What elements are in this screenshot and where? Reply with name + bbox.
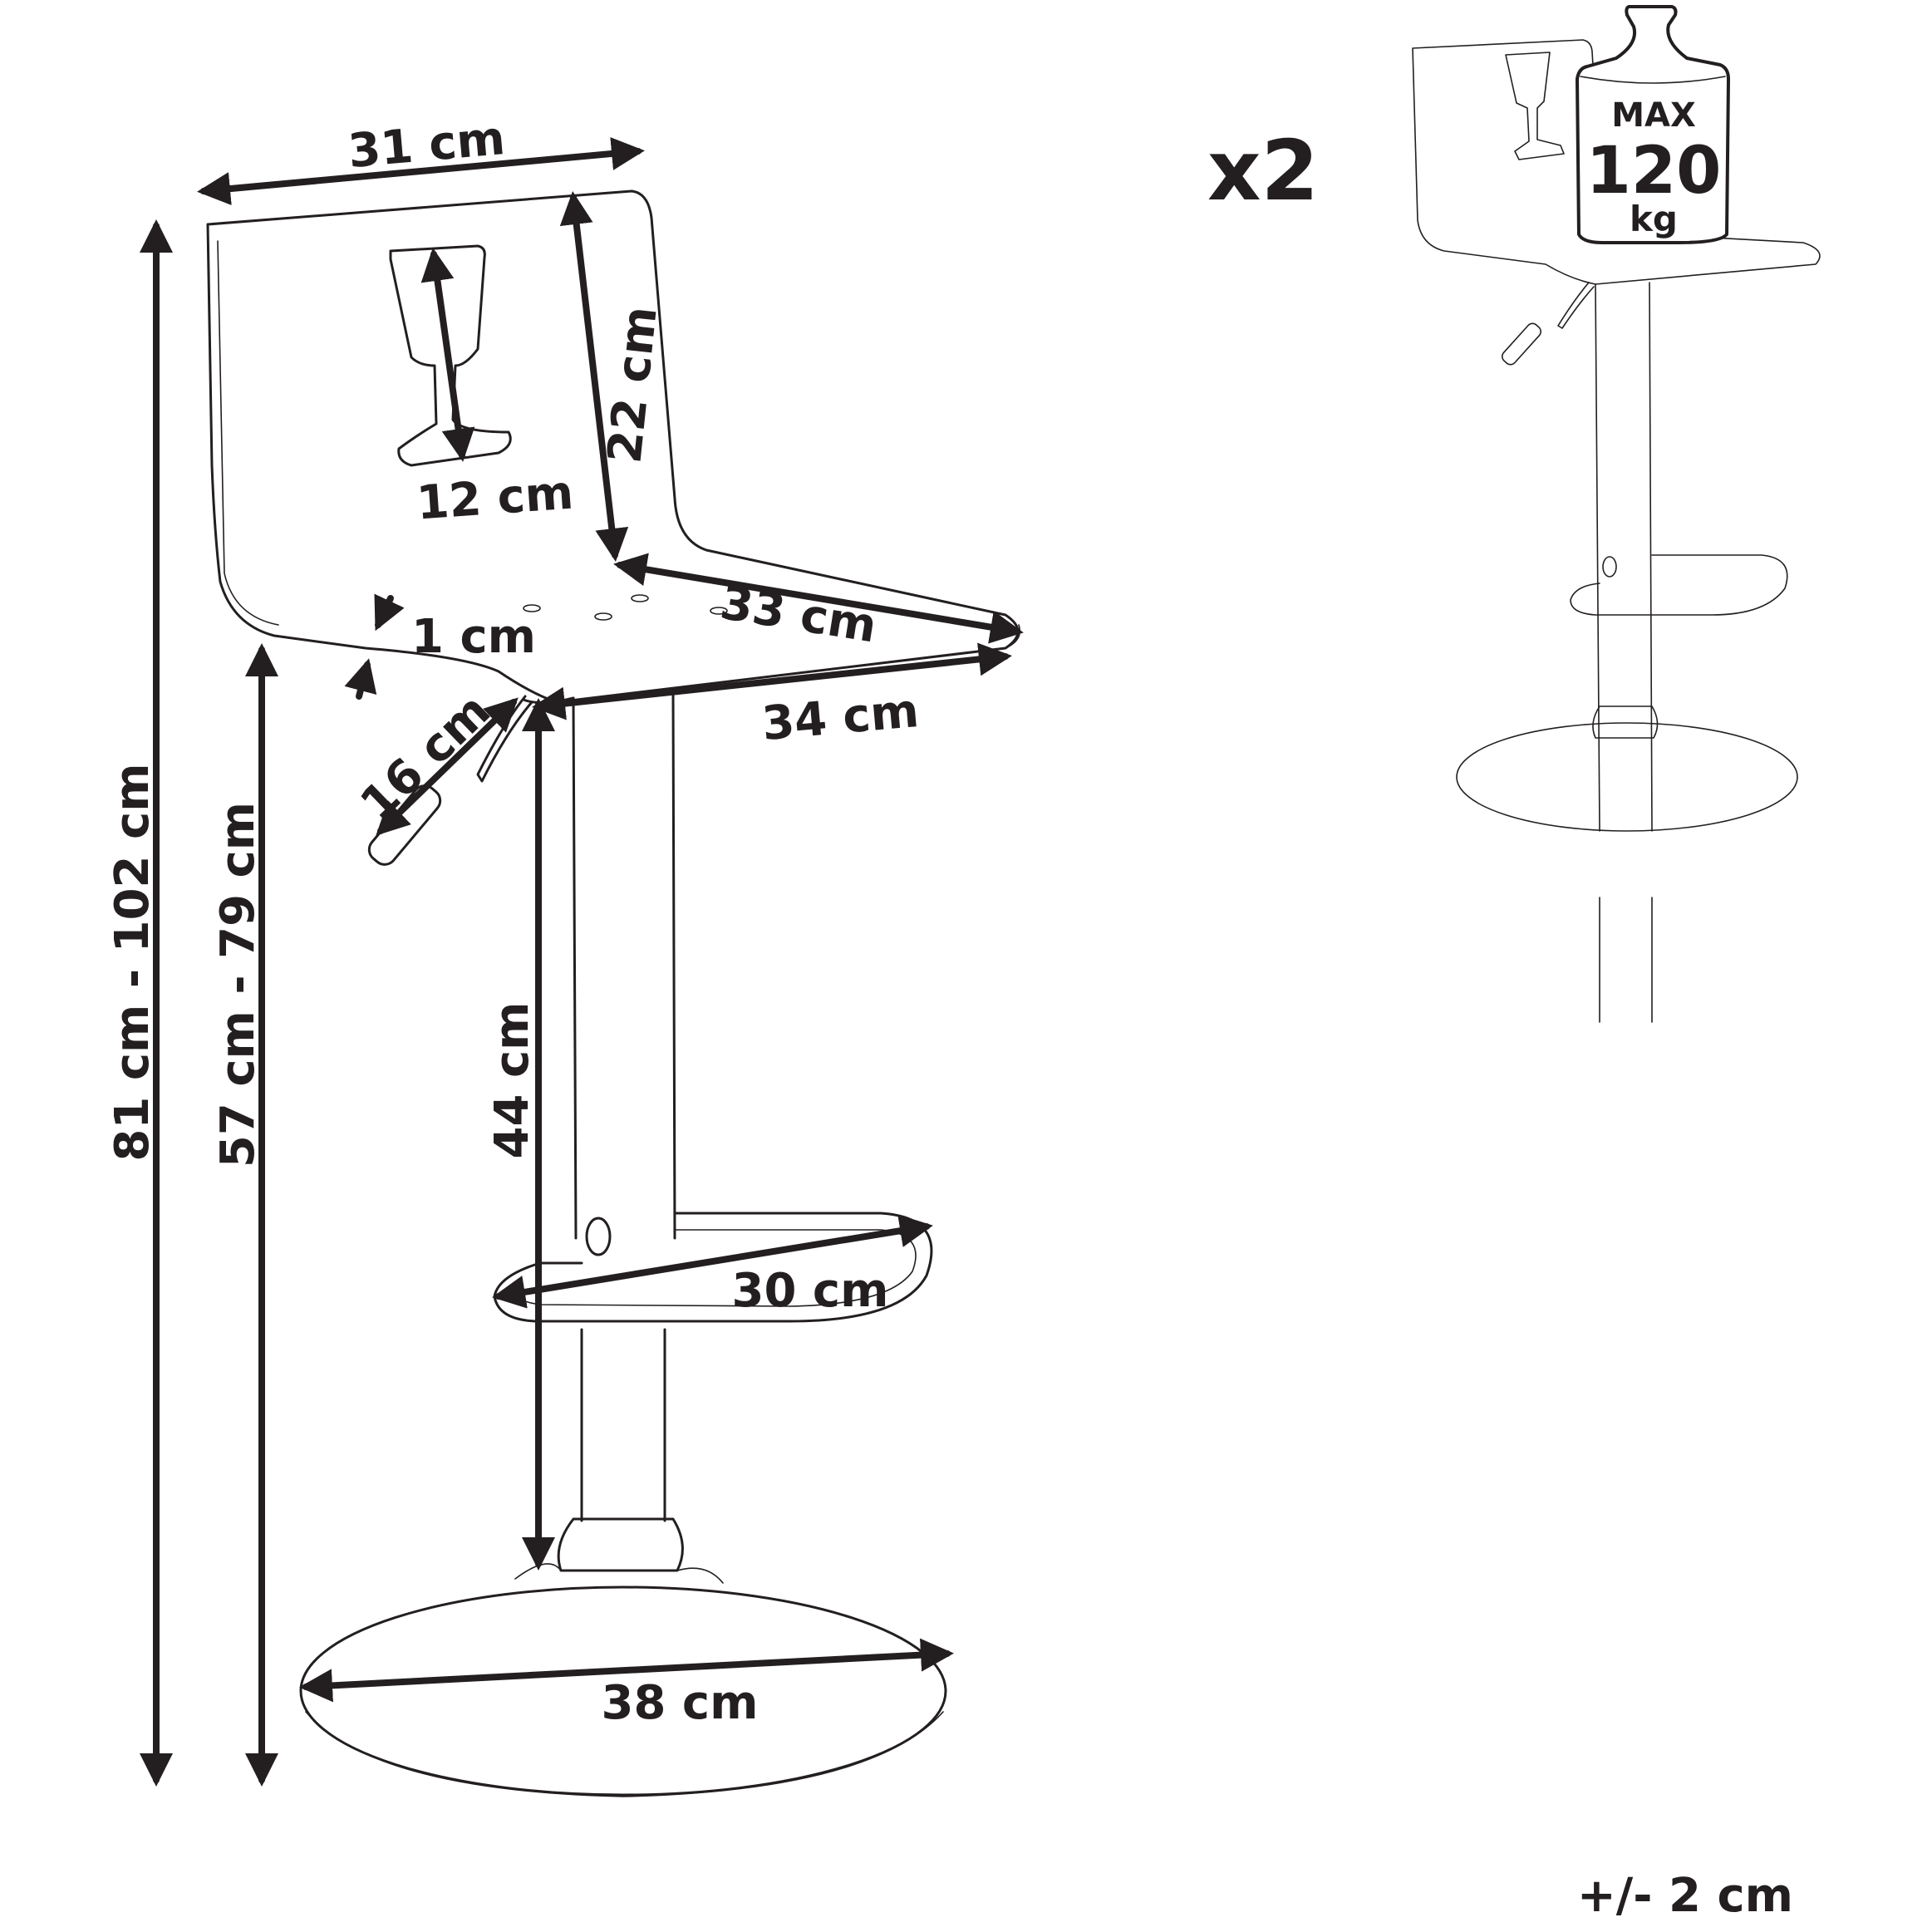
dimension-lines [140,137,1024,1787]
base-cone [557,1517,684,1572]
thumb-backrest [1412,39,1821,285]
label-base-diameter: 38 cm [602,1676,759,1730]
thumb-base-disc [1456,722,1798,832]
dim-arrow-seat-thickness-bottom [344,658,377,700]
dimension-labels: 31 cm 22 cm 12 cm 1 cm 33 cm 34 cm 16 cm… [106,111,921,1730]
max-load-unit: kg [1630,199,1678,239]
label-footrest-height: 44 cm [485,1002,539,1159]
thumb-footrest [1570,554,1788,616]
dim-arrow-base-diameter [299,1638,954,1703]
label-backrest-height: 22 cm [597,304,667,466]
seat-hole [594,612,612,621]
dim-arrow-footrest-width [492,1214,933,1309]
thumb-base-cone [1592,705,1659,739]
dim-arrow-backrest-width [197,137,645,205]
footrest-bracket [585,1217,612,1256]
quantity-label: x2 [1207,122,1319,219]
label-footrest-width: 30 cm [732,1264,889,1318]
seat-hole [523,604,541,612]
label-seat-depth: 33 cm [716,576,880,654]
label-lever-length: 16 cm [351,684,501,832]
dim-arrow-seat-depth [613,553,1024,644]
stool-thumbnail [1412,39,1821,1023]
dim-arrow-handle-height [420,248,475,462]
dim-arrow-seat-width [532,642,1012,720]
column-lower [580,1328,666,1522]
weight-icon: MAX 120 kg [1576,5,1730,244]
thumb-lever [1557,282,1595,329]
weight-outline [1576,5,1730,244]
label-seat-height: 57 cm - 79 cm [211,802,265,1168]
backrest-inner-edge [217,240,279,626]
max-load-value: 120 [1586,134,1722,209]
label-handle-height: 12 cm [415,466,575,531]
dim-arrow-lever-length [376,697,519,836]
dim-arrow-seat-thickness-top [374,593,405,632]
label-seat-width: 34 cm [760,684,921,751]
gas-lift-column [572,690,676,1240]
weight-shoulder [1580,76,1726,84]
backrest-outline [206,189,1020,704]
thumb-footrest-bracket [1602,556,1617,578]
base-disc-rim [305,1711,944,1797]
base-collar [514,1563,724,1584]
thumb-column [1595,282,1653,1023]
seat-hole [631,594,649,602]
label-total-height: 81 cm - 102 cm [106,763,160,1161]
tolerance-note: +/- 2 cm [1577,1869,1793,1923]
dim-arrow-backrest-height [559,191,629,562]
max-load-label: MAX [1611,96,1696,135]
thumb-handle [1505,52,1565,160]
label-seat-thickness: 1 cm [411,610,536,664]
thumb-lever-grip [1501,322,1542,366]
